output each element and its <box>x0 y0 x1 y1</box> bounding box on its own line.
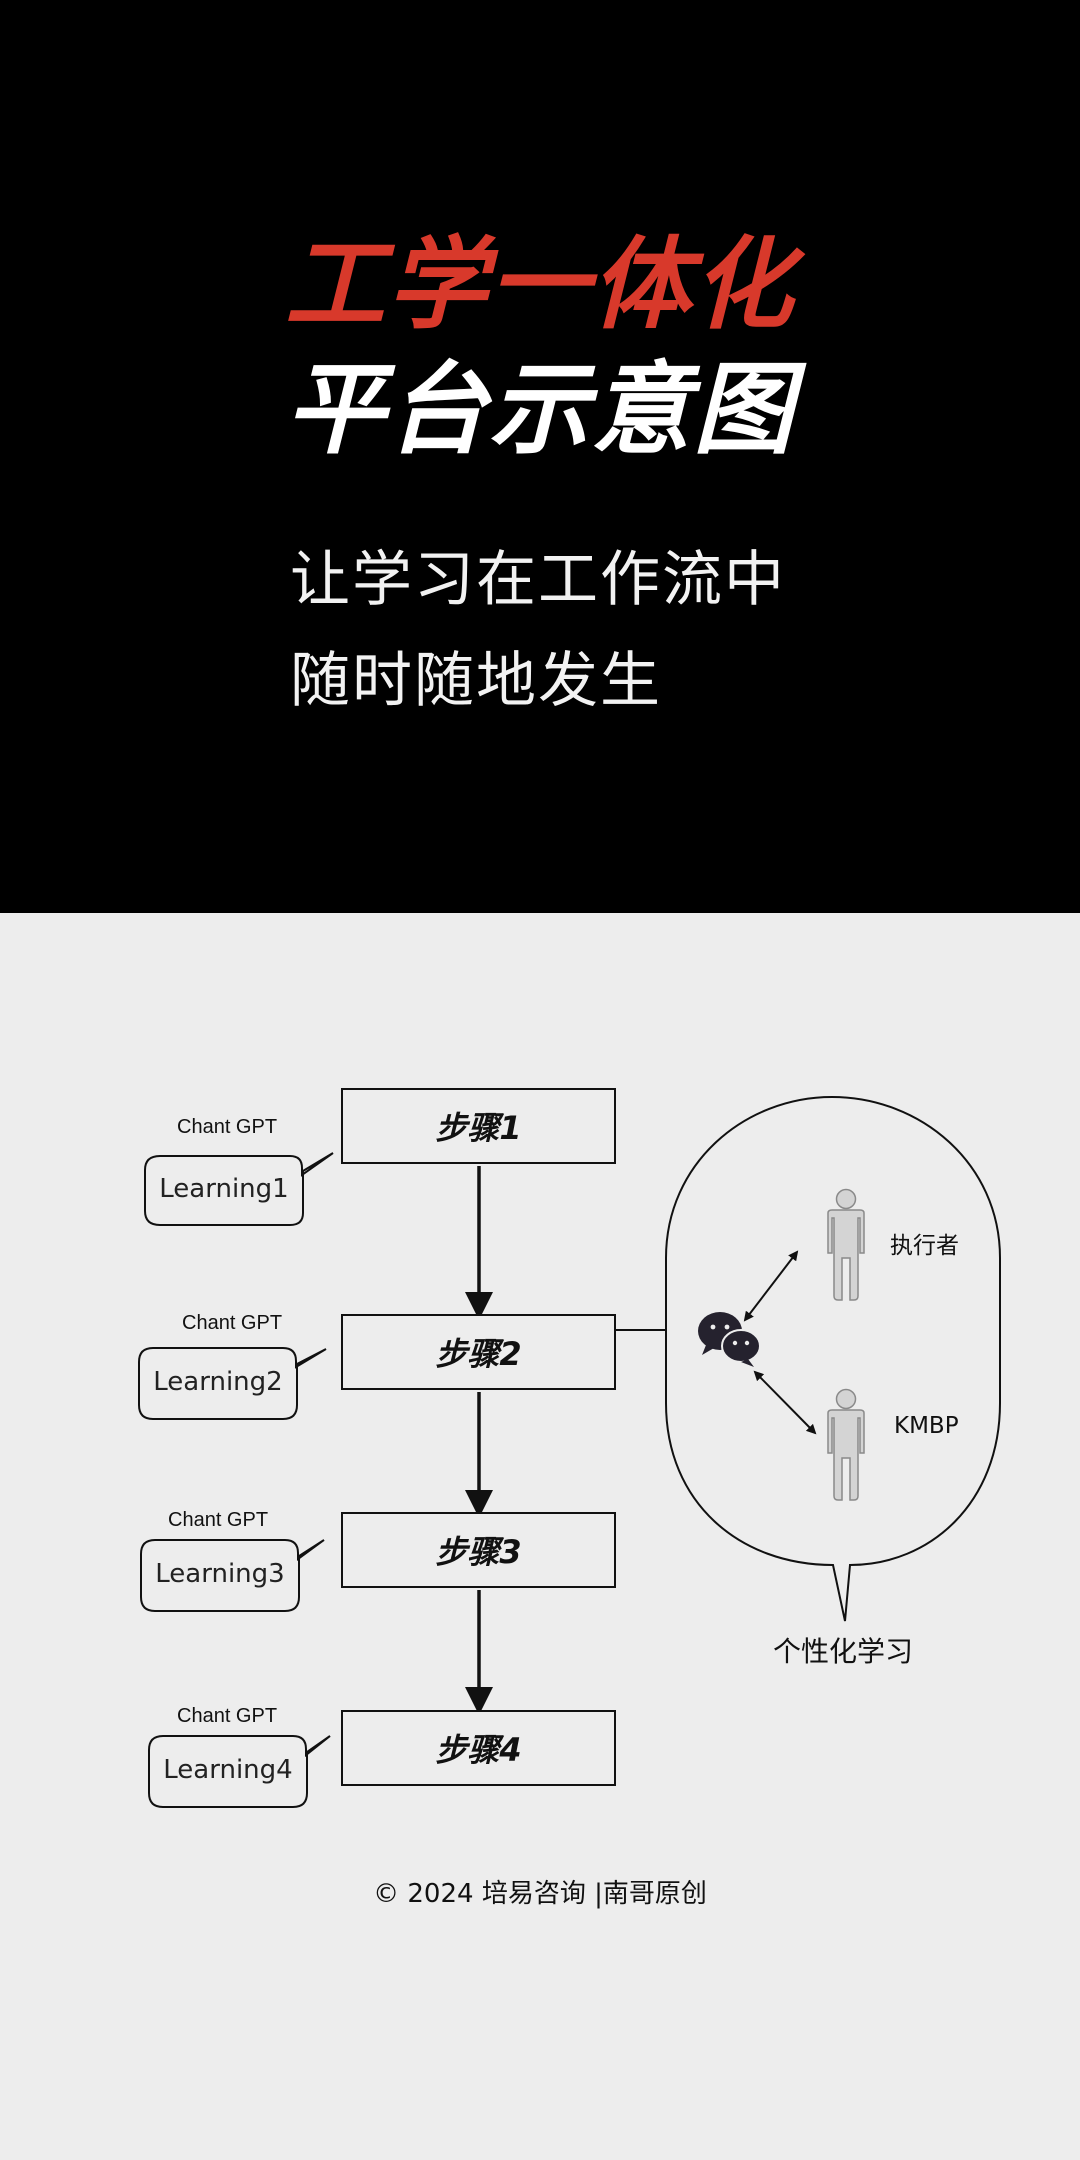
kmbp-label: KMBP <box>894 1413 959 1439</box>
wechat-icon <box>698 1312 761 1367</box>
learning-bubble-4 <box>148 1735 331 1808</box>
learning-bubble-2 <box>138 1347 327 1420</box>
step-box-2: 步骤2 <box>341 1314 616 1390</box>
copyright-footer: © 2024 培易咨询 |南哥原创 <box>373 1879 707 1909</box>
title-line-2: 平台示意图 <box>285 351 795 468</box>
executor-label: 执行者 <box>890 1233 959 1259</box>
subtitle-line-2: 随时随地发生 <box>290 646 662 716</box>
learning-text-2: Learning2 <box>153 1367 283 1397</box>
title-line-1: 工学一体化 <box>285 226 795 343</box>
gpt-label-1: Chant GPT <box>177 1116 278 1138</box>
step-box-4: 步骤4 <box>341 1710 616 1786</box>
learning-text-4: Learning4 <box>163 1755 293 1785</box>
gpt-label-2: Chant GPT <box>182 1312 283 1334</box>
learning-bubble-3 <box>140 1539 325 1612</box>
diagram-graphics <box>138 1095 1001 1808</box>
chat-to-executor-arrow <box>743 1250 799 1322</box>
hero-banner: 工学一体化 平台示意图 让学习在工作流中 随时随地发生 <box>0 0 1080 913</box>
step-box-1: 步骤1 <box>341 1088 616 1164</box>
learning-bubble-1 <box>144 1152 334 1226</box>
step-box-3: 步骤3 <box>341 1512 616 1588</box>
learning-text-3: Learning3 <box>155 1559 285 1589</box>
learning-text-1: Learning1 <box>159 1174 289 1204</box>
gpt-label-3: Chant GPT <box>168 1509 269 1531</box>
subtitle-line-1: 让学习在工作流中 <box>290 545 786 615</box>
gpt-label-4: Chant GPT <box>177 1705 278 1727</box>
chat-to-kmbp-arrow <box>753 1370 817 1435</box>
person-icon-kmbp <box>827 1388 865 1501</box>
personalized-learning-bubble <box>665 1095 1001 1622</box>
platform-diagram: 步骤1 步骤2 步骤3 步骤4 Chant GPT Chant GPT Chan… <box>0 913 1080 2160</box>
person-icon-executor <box>827 1188 865 1301</box>
personalized-learning-label: 个性化学习 <box>773 1635 914 1668</box>
